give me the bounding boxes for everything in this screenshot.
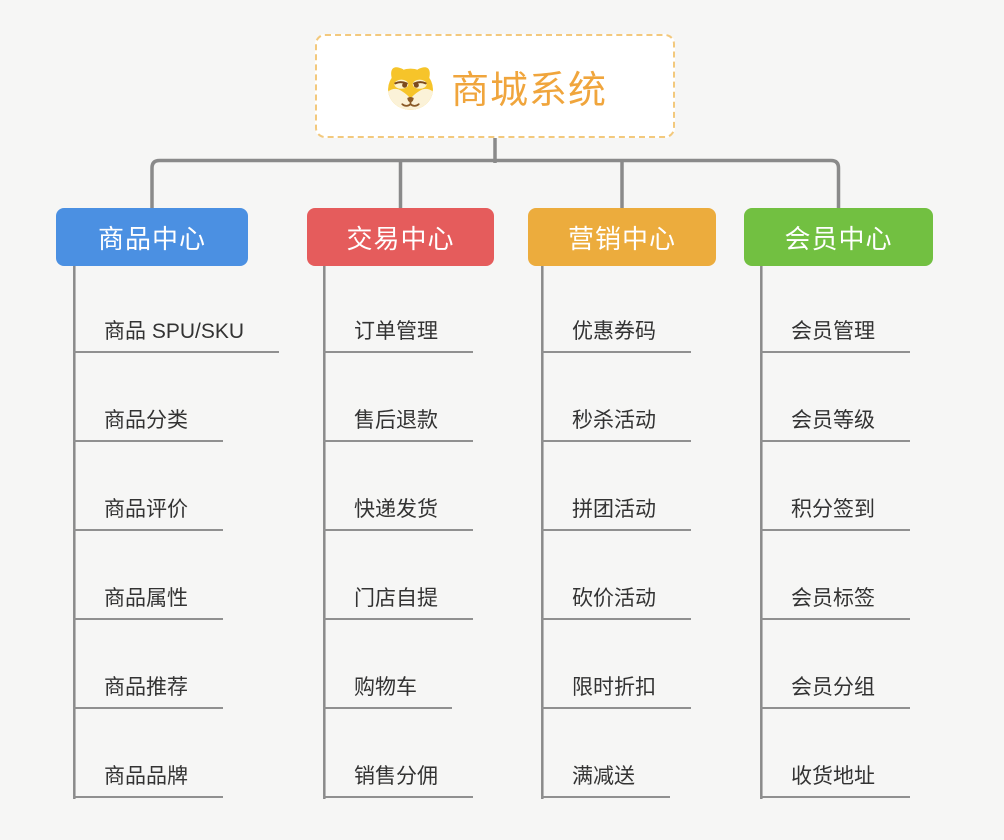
leaf-topic[interactable]: 售后退款 [323, 409, 473, 442]
leaf-row: 满减送 [541, 709, 691, 798]
leaf-topic[interactable]: 会员标签 [760, 587, 910, 620]
leaf-row: 积分签到 [760, 442, 910, 531]
leaf-topic[interactable]: 限时折扣 [541, 676, 691, 709]
leaf-topic[interactable]: 快递发货 [323, 498, 473, 531]
leaf-topic[interactable]: 销售分佣 [323, 765, 473, 798]
leaf-column-product: 商品 SPU/SKU 商品分类 商品评价 商品属性 商品推荐 商品品牌 [73, 264, 280, 798]
leaf-column-trade: 订单管理 售后退款 快递发货 门店自提 购物车 销售分佣 [323, 264, 473, 798]
leaf-topic[interactable]: 订单管理 [323, 320, 473, 353]
leaf-topic[interactable]: 商品品牌 [73, 765, 223, 798]
leaf-row: 门店自提 [323, 531, 473, 620]
leaf-topic[interactable]: 商品分类 [73, 409, 223, 442]
leaf-topic[interactable]: 商品属性 [73, 587, 223, 620]
leaf-column-marketing: 优惠券码 秒杀活动 拼团活动 砍价活动 限时折扣 满减送 [541, 264, 691, 798]
leaf-topic[interactable]: 积分签到 [760, 498, 910, 531]
shiba-dog-icon [388, 66, 433, 110]
branch-label: 交易中心 [346, 223, 455, 254]
branch-trade-center[interactable]: 交易中心 [307, 208, 494, 266]
leaf-row: 购物车 [323, 620, 473, 709]
leaf-topic[interactable]: 满减送 [541, 765, 670, 798]
leaf-row: 快递发货 [323, 442, 473, 531]
leaf-row: 拼团活动 [541, 442, 691, 531]
leaf-row: 商品属性 [73, 531, 279, 620]
leaf-row: 秒杀活动 [541, 353, 691, 442]
leaf-topic[interactable]: 商品 SPU/SKU [73, 320, 280, 353]
leaf-row: 会员分组 [760, 620, 910, 709]
leaf-row: 会员标签 [760, 531, 910, 620]
leaf-topic[interactable]: 砍价活动 [541, 587, 691, 620]
leaf-row: 商品 SPU/SKU [73, 264, 280, 353]
leaf-topic[interactable]: 会员等级 [760, 409, 910, 442]
root-topic[interactable]: 商城系统 [315, 34, 675, 138]
leaf-column-member: 会员管理 会员等级 积分签到 会员标签 会员分组 收货地址 [760, 264, 910, 798]
leaf-row: 售后退款 [323, 353, 473, 442]
leaf-topic[interactable]: 拼团活动 [541, 498, 691, 531]
leaf-topic[interactable]: 收货地址 [760, 765, 910, 798]
leaf-row: 销售分佣 [323, 709, 473, 798]
leaf-row: 优惠券码 [541, 264, 691, 353]
leaf-row: 商品分类 [73, 353, 279, 442]
leaf-topic[interactable]: 秒杀活动 [541, 409, 691, 442]
leaf-row: 会员管理 [760, 264, 910, 353]
leaf-topic[interactable]: 商品评价 [73, 498, 223, 531]
branch-label: 商品中心 [97, 223, 206, 254]
leaf-topic[interactable]: 商品推荐 [73, 676, 223, 709]
leaf-topic[interactable]: 会员管理 [760, 320, 910, 353]
leaf-row: 商品推荐 [73, 620, 279, 709]
leaf-row: 限时折扣 [541, 620, 691, 709]
leaf-topic[interactable]: 购物车 [323, 676, 452, 709]
root-topic-label: 商城系统 [450, 69, 607, 112]
leaf-row: 订单管理 [323, 264, 473, 353]
leaf-row: 收货地址 [760, 709, 910, 798]
leaf-row: 商品评价 [73, 442, 279, 531]
branch-label: 会员中心 [784, 223, 893, 254]
branch-member-center[interactable]: 会员中心 [744, 208, 933, 266]
leaf-topic[interactable]: 门店自提 [323, 587, 473, 620]
branch-product-center[interactable]: 商品中心 [56, 208, 248, 266]
leaf-row: 会员等级 [760, 353, 910, 442]
branch-marketing-center[interactable]: 营销中心 [528, 208, 716, 266]
leaf-row: 商品品牌 [73, 709, 279, 798]
branch-bus-line [150, 158, 841, 208]
leaf-topic[interactable]: 优惠券码 [541, 320, 691, 353]
leaf-topic[interactable]: 会员分组 [760, 676, 910, 709]
branch-label: 营销中心 [567, 223, 676, 254]
leaf-row: 砍价活动 [541, 531, 691, 620]
